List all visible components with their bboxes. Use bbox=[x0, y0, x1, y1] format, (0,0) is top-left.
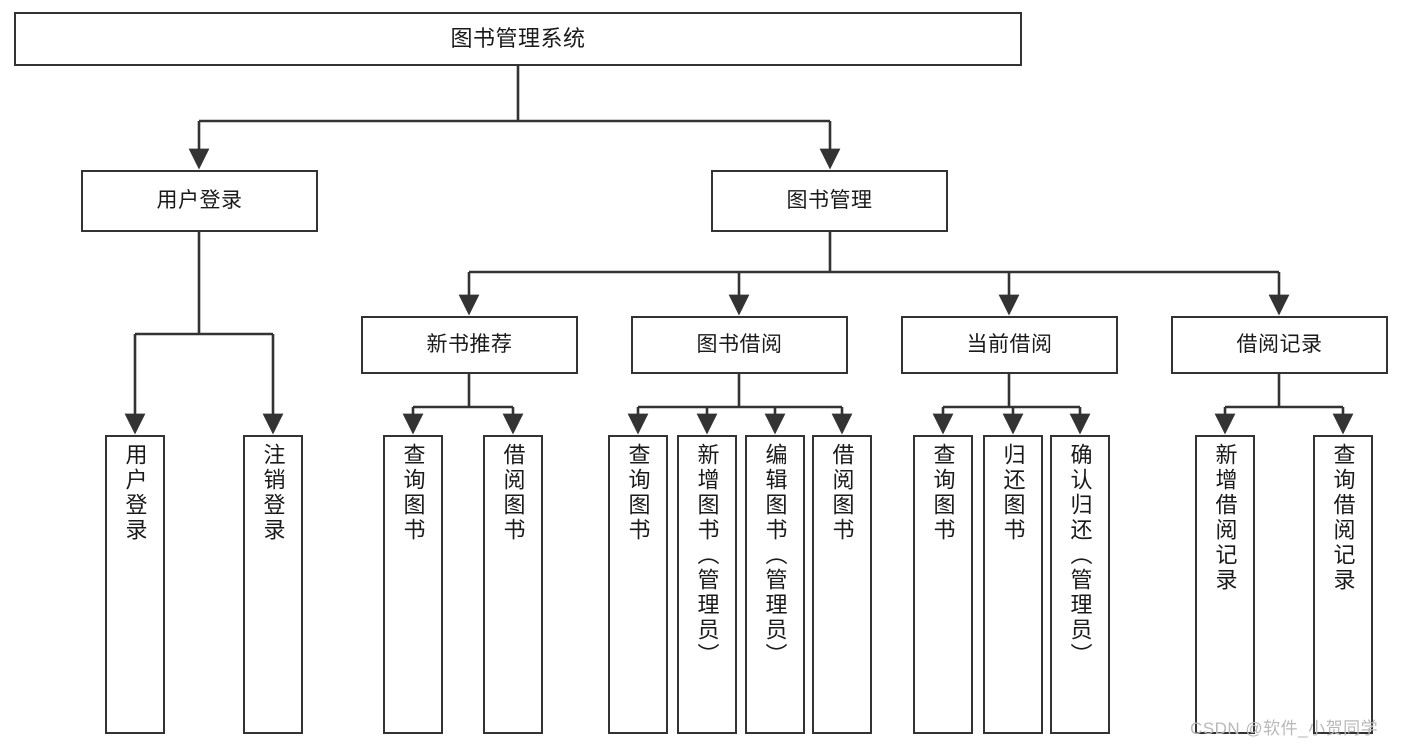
node-label: 图书管理 bbox=[786, 189, 873, 213]
node-leaf-user-login[interactable]: 用户登录 bbox=[105, 435, 165, 734]
node-label: 查询图书 bbox=[625, 443, 651, 543]
node-label: 借阅记录 bbox=[1236, 333, 1323, 357]
node-label: 查询借阅记录 bbox=[1330, 443, 1356, 593]
node-label: 借阅图书 bbox=[500, 443, 526, 543]
node-label: 新增图书（管理员） bbox=[694, 443, 720, 668]
node-leaf-borrow-book-recommend[interactable]: 借阅图书 bbox=[483, 435, 543, 734]
node-leaf-borrow-book[interactable]: 借阅图书 bbox=[812, 435, 872, 734]
node-book-management[interactable]: 图书管理 bbox=[711, 170, 948, 232]
node-leaf-add-borrow-record[interactable]: 新增借阅记录 bbox=[1195, 435, 1255, 734]
node-label: 新增借阅记录 bbox=[1212, 443, 1238, 593]
node-label: 查询图书 bbox=[400, 443, 426, 543]
node-book-borrow[interactable]: 图书借阅 bbox=[631, 316, 848, 374]
node-label: 归还图书 bbox=[1000, 443, 1026, 543]
node-label: 注销登录 bbox=[260, 443, 286, 543]
node-label: 用户登录 bbox=[122, 443, 148, 543]
node-leaf-confirm-return-admin[interactable]: 确认归还（管理员） bbox=[1050, 435, 1110, 734]
node-label: 查询图书 bbox=[930, 443, 956, 543]
node-leaf-logout[interactable]: 注销登录 bbox=[243, 435, 303, 734]
node-label: 当前借阅 bbox=[966, 333, 1053, 357]
node-label: 编辑图书（管理员） bbox=[762, 443, 788, 668]
node-leaf-return-book[interactable]: 归还图书 bbox=[983, 435, 1043, 734]
node-current-borrow[interactable]: 当前借阅 bbox=[901, 316, 1118, 374]
node-leaf-query-borrow-record[interactable]: 查询借阅记录 bbox=[1313, 435, 1373, 734]
node-leaf-add-book-admin[interactable]: 新增图书（管理员） bbox=[677, 435, 737, 734]
node-label: 新书推荐 bbox=[426, 333, 513, 357]
node-borrow-record[interactable]: 借阅记录 bbox=[1171, 316, 1388, 374]
node-leaf-edit-book-admin[interactable]: 编辑图书（管理员） bbox=[745, 435, 805, 734]
node-root-library-system[interactable]: 图书管理系统 bbox=[14, 12, 1022, 66]
node-label: 图书借阅 bbox=[696, 333, 783, 357]
node-leaf-query-book-recommend[interactable]: 查询图书 bbox=[383, 435, 443, 734]
node-user-login[interactable]: 用户登录 bbox=[81, 170, 318, 232]
node-label: 图书管理系统 bbox=[450, 25, 586, 51]
node-leaf-query-book-current[interactable]: 查询图书 bbox=[913, 435, 973, 734]
node-new-book-recommend[interactable]: 新书推荐 bbox=[361, 316, 578, 374]
node-label: 用户登录 bbox=[156, 189, 243, 213]
node-label: 确认归还（管理员） bbox=[1067, 443, 1093, 668]
node-leaf-query-book[interactable]: 查询图书 bbox=[608, 435, 668, 734]
node-label: 借阅图书 bbox=[829, 443, 855, 543]
